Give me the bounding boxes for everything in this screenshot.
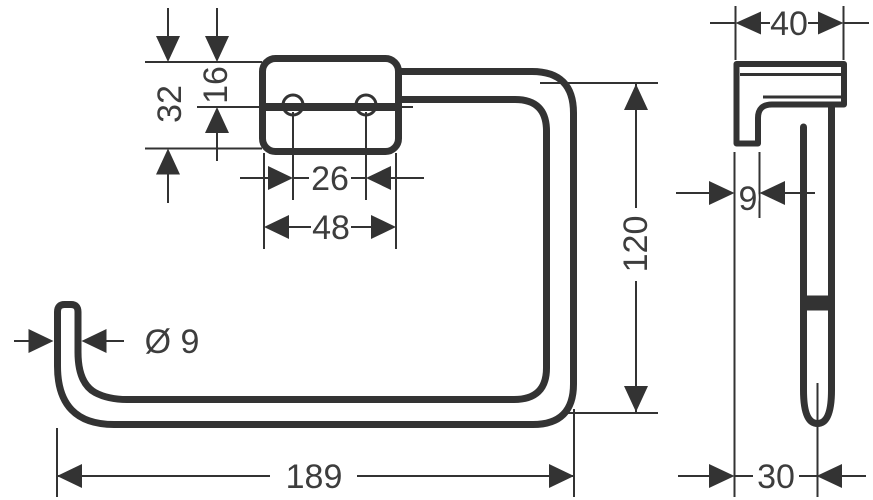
dim-label-32: 32 xyxy=(151,85,189,123)
dim-plate-thickness-9: 9 xyxy=(676,152,815,497)
dim-label-16: 16 xyxy=(197,66,235,104)
dim-hole-offset-16: 16 xyxy=(194,8,263,161)
dim-plate-height-32: 32 xyxy=(145,8,262,203)
front-view xyxy=(54,55,577,428)
ring-side-silhouette xyxy=(800,103,835,428)
dim-label-tube-diameter: Ø 9 xyxy=(145,323,200,361)
side-view xyxy=(733,61,847,428)
dim-profile-depth-40: 40 xyxy=(710,5,869,60)
dim-ring-width-189: 189 xyxy=(56,409,575,497)
dim-label-48: 48 xyxy=(312,209,350,247)
ring-outline xyxy=(54,68,577,428)
dim-label-120: 120 xyxy=(617,216,655,273)
dim-ring-height-120: 120 xyxy=(540,82,658,414)
dim-label-40: 40 xyxy=(770,5,808,43)
dim-label-30: 30 xyxy=(757,458,795,496)
wall-plate xyxy=(259,55,402,155)
dim-hole-spacing-26: 26 xyxy=(240,112,424,200)
dim-wall-offset-30: 30 xyxy=(678,383,866,499)
dim-label-9: 9 xyxy=(739,180,758,218)
bracket-profile xyxy=(733,61,847,147)
dim-plate-width-48: 48 xyxy=(263,153,397,249)
dim-label-189: 189 xyxy=(286,458,343,496)
dim-tube-diameter-9: Ø 9 xyxy=(14,323,199,361)
dim-label-26: 26 xyxy=(311,160,349,198)
